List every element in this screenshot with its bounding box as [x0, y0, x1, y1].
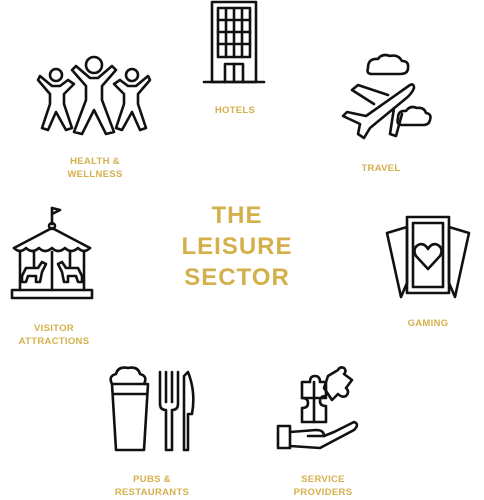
gaming-label: GAMING — [407, 318, 449, 329]
title-line-2: LEISURE — [181, 233, 293, 260]
title-line-3: SECTOR — [184, 264, 290, 291]
people-jumping-icon — [36, 55, 152, 136]
travel-label: TRAVEL — [361, 163, 401, 174]
hand-puzzle-icon — [276, 366, 359, 450]
hotels-label: HOTELS — [214, 105, 256, 116]
airplane-clouds-icon — [341, 53, 432, 140]
service-providers-label: SERVICE PROVIDERS — [293, 474, 353, 498]
pubs-restaurants-label: PUBS & RESTAURANTS — [114, 474, 190, 498]
carousel-icon — [10, 206, 94, 300]
playing-cards-icon — [385, 215, 471, 299]
diagram-title: THE LEISURE SECTOR — [152, 200, 322, 293]
hotel-building-icon — [202, 0, 266, 84]
visitor-attractions-label: VISITOR ATTRACTIONS — [18, 323, 90, 347]
health-wellness-label: HEALTH & WELLNESS — [67, 156, 123, 180]
beer-cutlery-icon — [109, 366, 195, 452]
title-line-1: THE — [211, 202, 263, 229]
